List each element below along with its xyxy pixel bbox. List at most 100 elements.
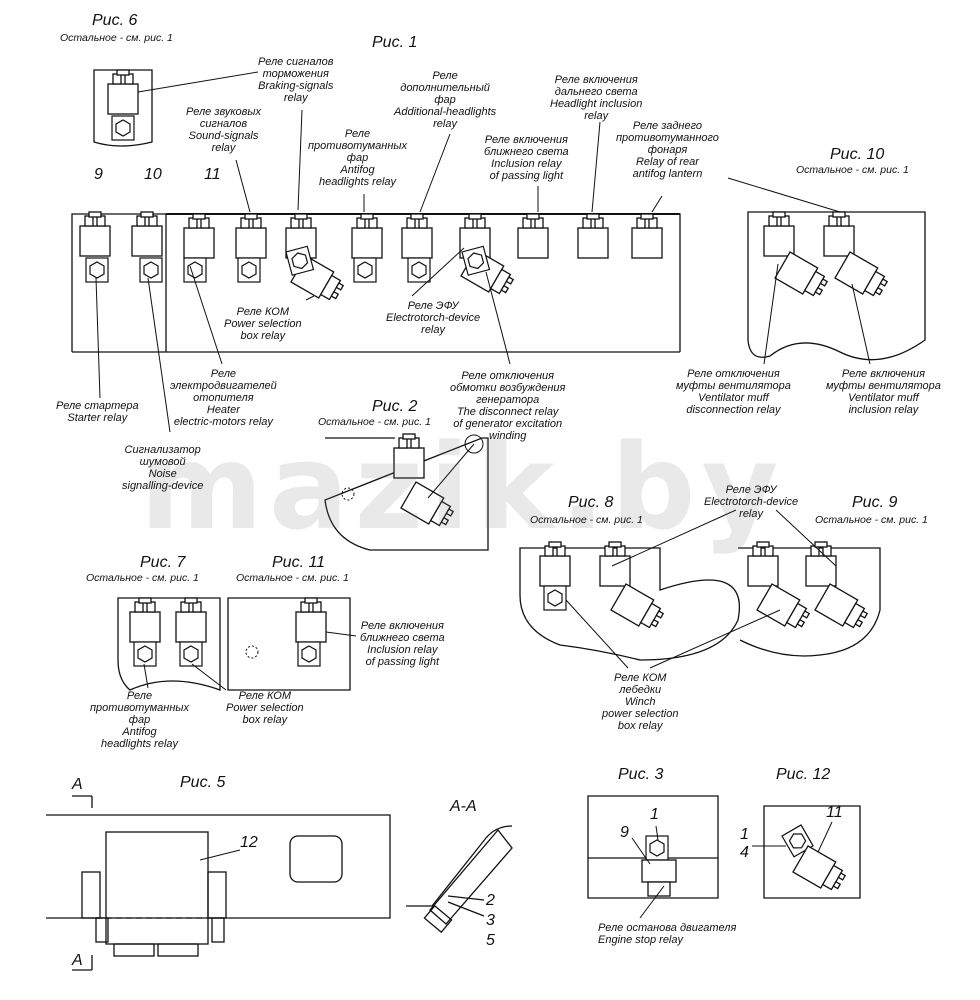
label-line: inclusion relay [848, 404, 919, 416]
label-line: Реле заднего [632, 120, 703, 132]
figure-7-title: Рис. 7 [140, 554, 186, 571]
label-line: signalling-device [122, 480, 204, 492]
label-line: box relay [617, 720, 663, 732]
label-line: of passing light [489, 170, 564, 182]
label-line: Реле [210, 368, 237, 380]
pos-5: 5 [486, 932, 495, 949]
label-line: disconnection relay [686, 404, 781, 416]
label-line: фар [434, 94, 456, 106]
label-line: Additional-headlights [394, 106, 497, 118]
label-line: Ventilator muff [848, 392, 919, 404]
pos-2: 2 [486, 892, 495, 909]
label-line: Noise [148, 468, 177, 480]
figure-12-title: Рис. 12 [776, 766, 831, 783]
label-line: relay [211, 142, 236, 154]
label-line: Реле включения [841, 368, 925, 380]
label-line: box relay [240, 330, 286, 342]
label-line: Реле сигналов [258, 56, 334, 68]
label-line: Реле [126, 690, 153, 702]
label-line: Starter relay [67, 412, 128, 424]
figure-8-note: Остальное - см. рис. 1 [530, 514, 643, 526]
label-line: relay [433, 118, 457, 130]
label-line: of passing light [365, 656, 440, 668]
figure-11-note: Остальное - см. рис. 1 [236, 572, 349, 584]
label-line: отопителя [193, 392, 254, 404]
label-line: генератора [476, 394, 540, 406]
figure-5-title: Рис. 5 [180, 774, 226, 791]
pos-1-fig3: 1 [650, 806, 659, 823]
label-line: Реле отключения [687, 368, 780, 380]
label-line: Antifog [340, 164, 375, 176]
label-line: фар [128, 714, 151, 726]
label-line: противотуманных [90, 702, 189, 714]
label-line: Ventilator muff [698, 392, 769, 404]
label-line: Реле останова двигателя [598, 922, 737, 934]
label-line: Power selection [224, 318, 302, 330]
label-line: relay [584, 110, 609, 122]
pos-1-fig12: 1 [740, 826, 749, 843]
label-line: фар [346, 152, 369, 164]
label-line: Power selection [226, 702, 304, 714]
arrow-a-top: А [72, 776, 83, 793]
label-line: Winch [624, 696, 656, 708]
label-line: relay [421, 324, 445, 336]
figure-3-title: Рис. 3 [618, 766, 664, 783]
label-line: Electrotorch-device [704, 496, 799, 508]
label-line: Сигнализатор [124, 444, 201, 456]
label-line: winding [489, 430, 527, 442]
label-line: Реле КОМ [236, 306, 290, 318]
figure-9-note: Остальное - см. рис. 1 [815, 514, 928, 526]
label-line: фонаря [647, 144, 688, 156]
label-line: box relay [242, 714, 288, 726]
label-line: Реле звуковых [186, 106, 261, 118]
watermark: mazik.by [140, 418, 785, 556]
label-line: Heater [206, 404, 240, 416]
pos-10: 10 [144, 166, 162, 183]
pos-9-fig3: 9 [620, 824, 629, 841]
label-line: headlights relay [100, 738, 179, 750]
pos-11-fig12: 11 [826, 804, 843, 821]
pos-12-fig5: 12 [240, 834, 258, 851]
label-line: power selection [602, 708, 679, 720]
label-line: противотуманного [616, 132, 719, 144]
label-line: Реле включения [360, 620, 444, 632]
figure-6-title: Рис. 6 [92, 12, 138, 29]
label-line: headlights relay [318, 176, 397, 188]
figure-1-title: Рис. 1 [372, 34, 418, 51]
label-line: ближнего света [484, 146, 569, 158]
label-line: Engine stop relay [598, 934, 683, 946]
pos-3: 3 [486, 912, 495, 929]
label-line: муфты вентилятора [676, 380, 791, 392]
label-line: Реле включения [484, 134, 568, 146]
label-line: electric-motors relay [173, 416, 273, 428]
figure-2-note: Остальное - см. рис. 1 [318, 416, 431, 428]
label-line: электродвигателей [170, 380, 277, 392]
figure-2-title: Рис. 2 [372, 398, 418, 415]
label-line: Sound-signals [188, 130, 259, 142]
label-line: Electrotorch-device [386, 312, 481, 324]
label-line: Реле стартера [56, 400, 139, 412]
label-line: antifog lantern [632, 168, 703, 180]
pos-4-fig12: 4 [740, 844, 749, 861]
label-line: лебедки [619, 684, 662, 696]
label-line: противотуманных [308, 140, 407, 152]
label-line: Antifog [122, 726, 157, 738]
label-line: сигналов [199, 118, 248, 130]
pos-9: 9 [94, 166, 103, 183]
